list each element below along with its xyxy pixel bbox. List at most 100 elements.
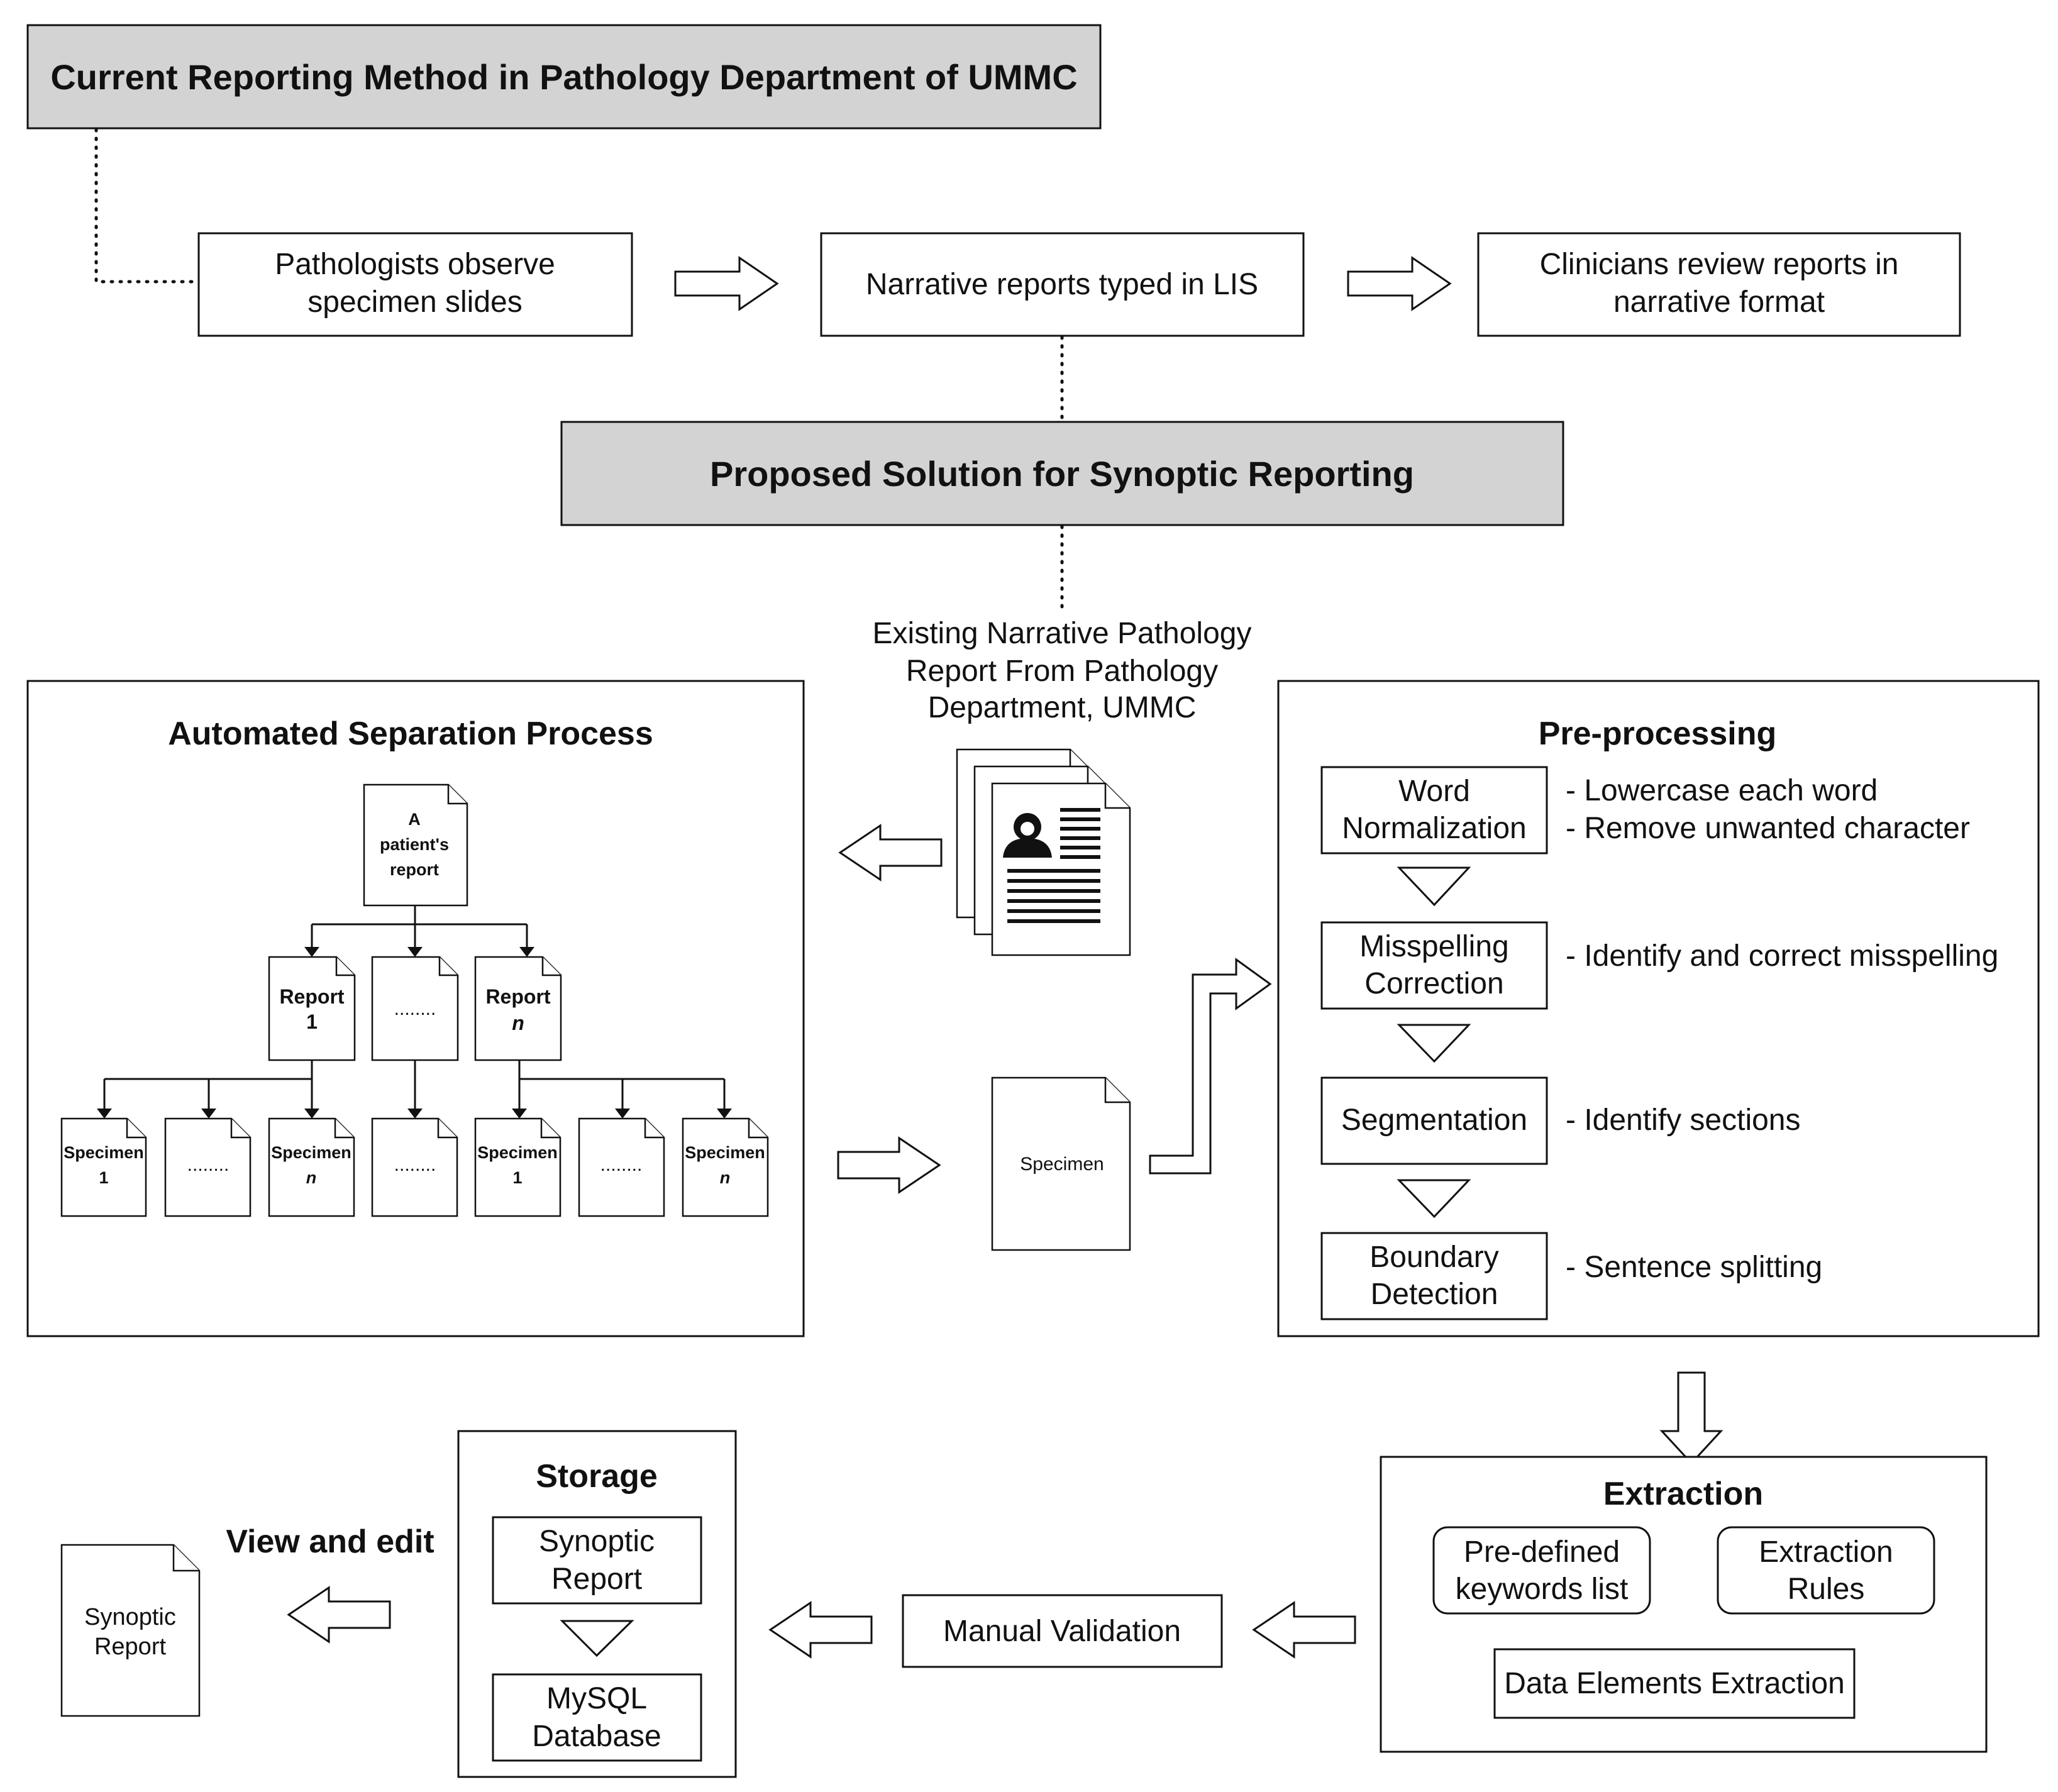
specimen-doc-1: Specimen 1 [60, 1117, 147, 1217]
svg-text:Pathologists observe: Pathologists observe [275, 248, 555, 281]
svg-text:Boundary: Boundary [1369, 1241, 1498, 1274]
report-last-doc: Report n [474, 956, 562, 1061]
patient-report-doc: A patient's report [363, 783, 468, 907]
svg-text:Database: Database [532, 1720, 661, 1753]
svg-text:Specimen: Specimen [271, 1143, 351, 1162]
extraction-rules-box: Extraction Rules [1717, 1526, 1935, 1615]
svg-text:Segmentation: Segmentation [1341, 1103, 1527, 1137]
svg-text:........: ........ [600, 1154, 643, 1175]
report-stack-icon [956, 748, 1131, 956]
svg-text:........: ........ [187, 1154, 230, 1175]
svg-text:keywords list: keywords list [1456, 1573, 1629, 1606]
note-remove-character: - Remove unwanted character [1566, 812, 1970, 845]
arrow-right-icon [1347, 256, 1452, 311]
separation-title: Automated Separation Process [168, 716, 653, 752]
svg-text:Misspelling: Misspelling [1359, 930, 1508, 963]
svg-text:narrative format: narrative format [1613, 285, 1825, 319]
arrow-down-triangle-icon [1397, 866, 1471, 907]
svg-text:Detection: Detection [1371, 1278, 1498, 1311]
svg-text:A: A [408, 810, 421, 829]
svg-text:Report: Report [485, 985, 550, 1008]
arrow-down-triangle-icon [560, 1620, 634, 1657]
arrow-left-icon [838, 824, 943, 882]
svg-text:1: 1 [512, 1168, 522, 1187]
extraction-panel: Extraction Pre-defined keywords list Ext… [1380, 1456, 1988, 1753]
step-boundary-detection: Boundary Detection [1320, 1232, 1548, 1320]
svg-text:n: n [512, 1012, 524, 1034]
step-word-normalization: Word Normalization [1320, 766, 1548, 855]
svg-text:Word: Word [1398, 775, 1470, 808]
connector-dotted [94, 128, 201, 284]
proposed-solution-title: Proposed Solution for Synoptic Reporting [710, 454, 1414, 494]
step-misspelling-correction: Misspelling Correction [1320, 921, 1548, 1010]
svg-text:patient's: patient's [380, 835, 449, 854]
existing-report-label: Existing Narrative Pathology Report From… [873, 617, 1252, 724]
note-lowercase: - Lowercase each word [1566, 774, 1878, 807]
svg-text:Existing Narrative Pathology: Existing Narrative Pathology [873, 617, 1252, 650]
step-segmentation: Segmentation [1320, 1076, 1548, 1165]
svg-text:........: ........ [394, 998, 436, 1019]
arrow-right-icon [674, 256, 779, 311]
svg-text:n: n [306, 1168, 317, 1187]
svg-text:Report: Report [279, 985, 344, 1008]
svg-text:........: ........ [394, 1154, 436, 1175]
arrow-down-triangle-icon [1397, 1179, 1471, 1219]
svg-text:n: n [720, 1168, 731, 1187]
specimen-ellipsis-doc: ........ [164, 1117, 252, 1217]
svg-text:Clinicians review reports in: Clinicians review reports in [1540, 248, 1899, 281]
report-ellipsis-doc: ........ [371, 956, 459, 1061]
keywords-list-box: Pre-defined keywords list [1432, 1526, 1651, 1615]
svg-text:Report: Report [94, 1634, 166, 1660]
svg-text:Specimen: Specimen [685, 1143, 765, 1162]
step-narrative-typed: Narrative reports typed in LIS [820, 232, 1305, 337]
svg-text:specimen slides: specimen slides [307, 285, 522, 319]
svg-text:Report From Pathology: Report From Pathology [906, 655, 1218, 688]
arrow-left-icon [287, 1586, 391, 1644]
arrow-bent-up-right-icon [1149, 958, 1272, 1175]
svg-text:Rules: Rules [1788, 1573, 1865, 1606]
svg-text:Report: Report [551, 1562, 642, 1596]
view-and-edit-label: View and edit [226, 1524, 434, 1560]
note-identify-sections: - Identify sections [1566, 1103, 1801, 1137]
arrow-right-icon [837, 1136, 941, 1194]
svg-text:1: 1 [306, 1010, 318, 1033]
arrow-down-triangle-icon [1397, 1024, 1471, 1063]
synoptic-report-box: Synoptic Report [492, 1516, 702, 1605]
specimen-doc-n: Specimen n [682, 1117, 769, 1217]
svg-text:Synoptic: Synoptic [84, 1604, 176, 1630]
specimen-doc-1: Specimen 1 [474, 1117, 562, 1217]
svg-text:Manual Validation: Manual Validation [943, 1615, 1181, 1648]
svg-text:1: 1 [99, 1168, 108, 1187]
extraction-title: Extraction [1603, 1476, 1763, 1512]
svg-text:Pre-defined: Pre-defined [1464, 1535, 1620, 1569]
storage-title: Storage [536, 1458, 658, 1495]
storage-panel: Storage Synoptic Report MySQL Database [457, 1430, 737, 1778]
svg-text:Extraction: Extraction [1759, 1535, 1893, 1569]
report-first-doc: Report 1 [268, 956, 356, 1061]
specimen-doc-n: Specimen n [268, 1117, 355, 1217]
preprocessing-panel: Pre-processing Word Normalization - Lowe… [1277, 680, 2040, 1337]
step-clinicians-review: Clinicians review reports in narrative f… [1477, 232, 1961, 337]
proposed-solution-header: Proposed Solution for Synoptic Reporting [560, 421, 1564, 526]
patient-avatar-icon [1003, 813, 1052, 858]
specimen-ellipsis-doc: ........ [371, 1117, 458, 1217]
current-method-title: Current Reporting Method in Pathology De… [50, 57, 1077, 97]
synoptic-report-doc: Synoptic Report [60, 1544, 201, 1717]
arrow-left-icon [768, 1601, 873, 1659]
mysql-database-box: MySQL Database [492, 1673, 702, 1762]
svg-text:Synoptic: Synoptic [539, 1525, 655, 1558]
svg-text:Data Elements Extraction: Data Elements Extraction [1504, 1667, 1845, 1700]
svg-text:Department, UMMC: Department, UMMC [928, 691, 1197, 724]
note-sentence-splitting: - Sentence splitting [1566, 1251, 1822, 1284]
svg-text:Narrative reports typed in LIS: Narrative reports typed in LIS [866, 268, 1258, 301]
current-method-header: Current Reporting Method in Pathology De… [26, 24, 1102, 130]
note-correct-misspelling: - Identify and correct misspelling [1566, 939, 1998, 973]
svg-text:Specimen: Specimen [1020, 1154, 1104, 1175]
specimen-doc: Specimen [991, 1076, 1131, 1251]
svg-text:Specimen: Specimen [477, 1143, 558, 1162]
data-elements-extraction-box: Data Elements Extraction [1493, 1648, 1856, 1719]
arrow-down-icon [1659, 1371, 1723, 1465]
arrow-left-icon [1252, 1601, 1356, 1659]
specimen-ellipsis-doc: ........ [578, 1117, 665, 1217]
